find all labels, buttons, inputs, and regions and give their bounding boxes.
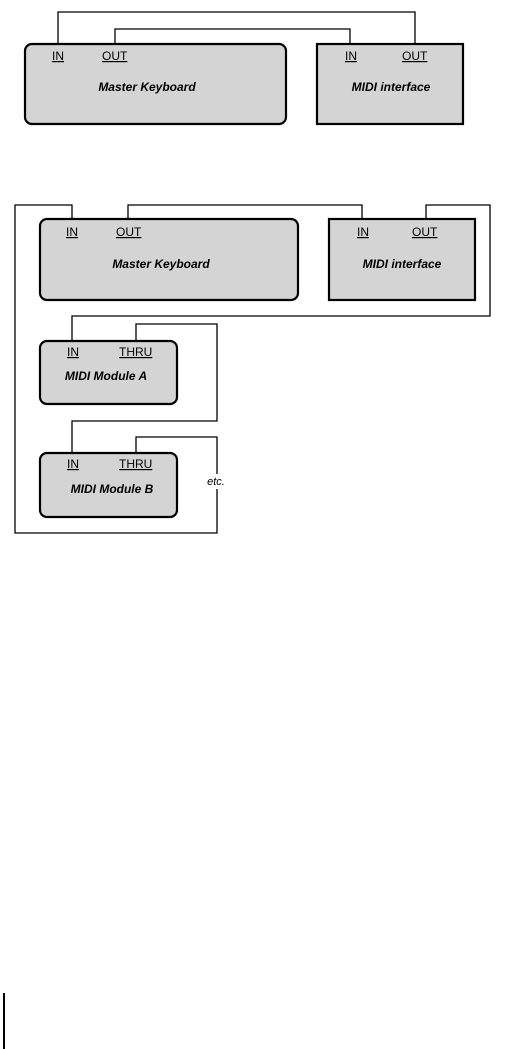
midi-interface-box-2 bbox=[327, 217, 477, 302]
midi-interface-label: MIDI interface bbox=[352, 80, 431, 94]
wire-module-a-thru-to-module-b-in bbox=[71, 323, 218, 455]
interface-out-port-label-2: OUT bbox=[412, 225, 438, 239]
interface-in-port-label-2: IN bbox=[357, 225, 369, 239]
master-keyboard-box-2 bbox=[38, 217, 300, 302]
diagram-2: IN OUT Master Keyboard IN OUT MIDI inter… bbox=[14, 204, 491, 534]
interface-in-port-label: IN bbox=[345, 49, 357, 63]
master-keyboard-label-2: Master Keyboard bbox=[112, 257, 210, 271]
module-a-label: MIDI Module A bbox=[65, 369, 147, 383]
keyboard-out-port-label-2: OUT bbox=[116, 225, 142, 239]
etc-label-background bbox=[206, 474, 228, 489]
keyboard-in-port-label: IN bbox=[52, 49, 64, 63]
master-keyboard-label: Master Keyboard bbox=[98, 80, 196, 94]
midi-interface-box bbox=[315, 42, 465, 126]
master-keyboard-box bbox=[23, 42, 288, 126]
module-b-thru-port-label: THRU bbox=[119, 457, 152, 471]
wire-interface-out-to-module-a-in bbox=[71, 204, 491, 343]
wire-outer-return-loop bbox=[14, 204, 218, 534]
interface-out-port-label: OUT bbox=[402, 49, 428, 63]
wire-keyboard-in-to-interface-out bbox=[57, 11, 416, 45]
etc-label: etc. bbox=[207, 476, 225, 488]
module-b-label: MIDI Module B bbox=[71, 482, 154, 496]
diagram-1: IN OUT Master Keyboard IN OUT MIDI inter… bbox=[23, 11, 465, 126]
midi-interface-label-2: MIDI interface bbox=[363, 257, 442, 271]
wire-keyboard-out-to-interface-in bbox=[114, 28, 351, 45]
module-a-in-port-label: IN bbox=[67, 345, 79, 359]
module-b-in-port-label: IN bbox=[67, 457, 79, 471]
midi-module-b-box bbox=[38, 451, 179, 519]
keyboard-in-port-label-2: IN bbox=[66, 225, 78, 239]
wire-keyboard-out-to-interface-in bbox=[127, 204, 363, 220]
module-a-thru-port-label: THRU bbox=[119, 345, 152, 359]
keyboard-out-port-label: OUT bbox=[102, 49, 128, 63]
midi-module-a-box bbox=[38, 339, 179, 406]
